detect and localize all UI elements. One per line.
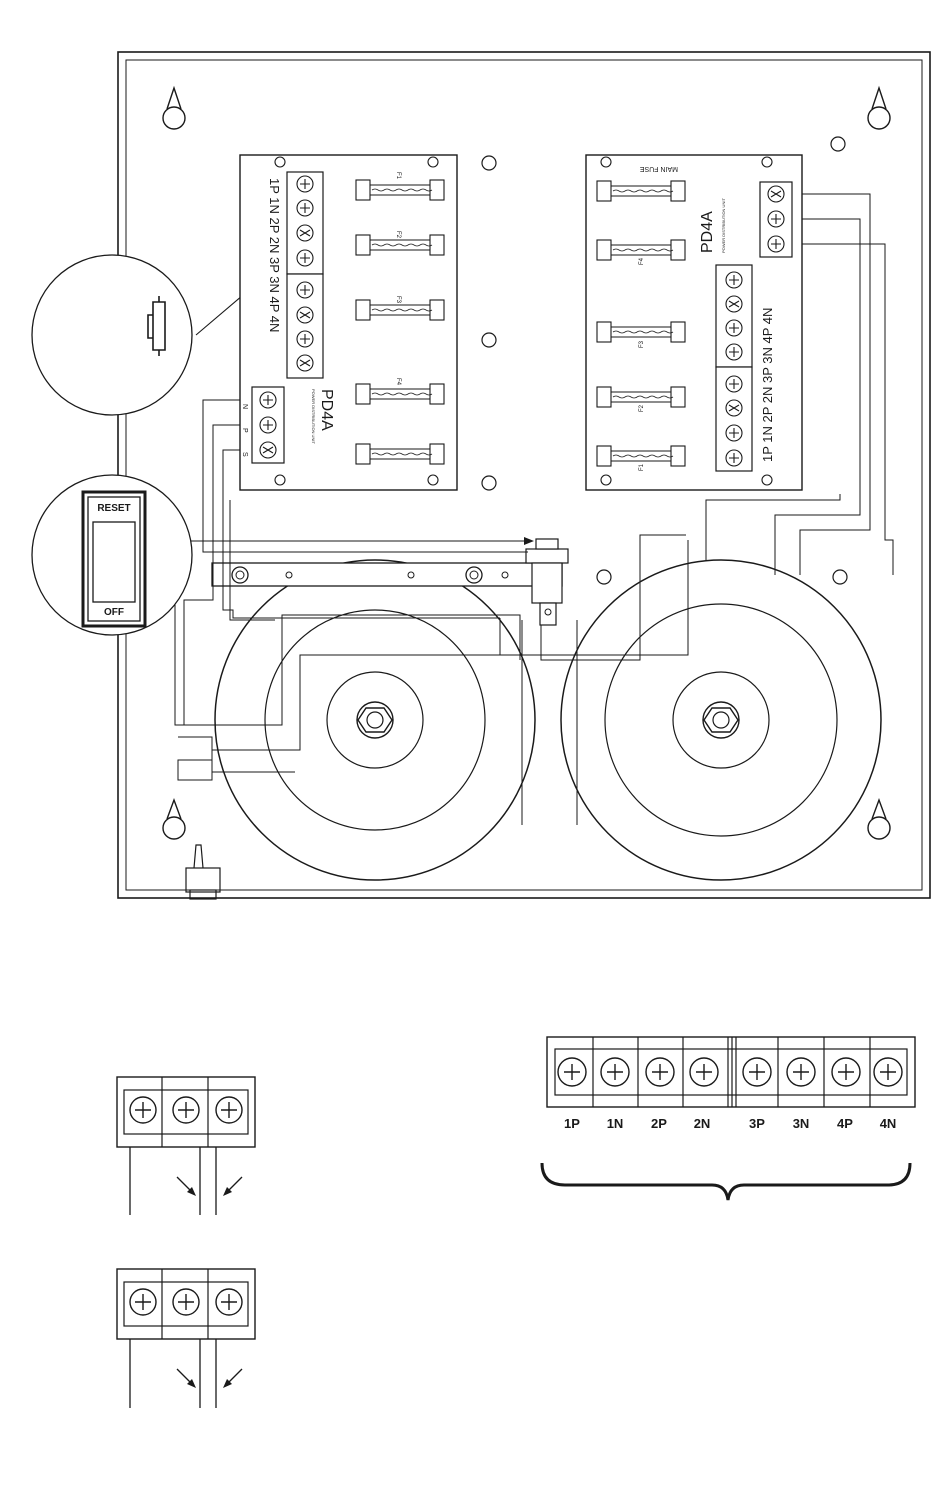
circuit-breaker	[526, 539, 568, 625]
reset-switch-callout: RESET OFF	[32, 475, 192, 635]
three-terminal-detail-top	[117, 1077, 255, 1215]
three-terminal-detail-bottom	[117, 1269, 255, 1408]
pd4a-board-left: 1P 1N 2P 2N 3P 3N 4P 4N N P S PD4A POWER…	[240, 155, 457, 490]
fuse-label-f4-right: F4	[639, 257, 645, 265]
fuse-label-f4-left: F4	[395, 378, 401, 386]
model-label-right: PD4A	[699, 211, 716, 253]
keyhole-bottom-left	[163, 800, 185, 839]
model-label-left: PD4A	[318, 389, 335, 431]
strip-label-4p: 4P	[837, 1116, 853, 1131]
terminal-labels-right: 1P 1N 2P 2N 3P 3N 4P 4N	[760, 308, 775, 462]
input-label-n: N	[241, 404, 248, 409]
terminal-labels-left: 1P 1N 2P 2N 3P 3N 4P 4N	[267, 178, 282, 332]
fuse-detail-callout	[32, 255, 192, 415]
cable-gland	[186, 845, 220, 899]
transformer-right	[561, 560, 881, 880]
strip-label-2p: 2P	[651, 1116, 667, 1131]
mounting-bar	[212, 563, 562, 586]
subtitle-left: POWER DISTRIBUTION UNIT	[311, 389, 316, 444]
fuse-label-f3-left: F3	[395, 296, 401, 304]
input-terminal-block-right	[760, 182, 792, 257]
output-terminal-block-right	[716, 265, 752, 471]
switch-reset-label: RESET	[97, 503, 130, 514]
strip-label-3p: 3P	[749, 1116, 765, 1131]
eight-terminal-strip-detail: 1P 1N 2P 2N 3P 3N 4P 4N	[542, 1037, 915, 1200]
keyhole-top-right	[868, 88, 890, 129]
keyhole-top-left	[163, 88, 185, 129]
pd4a-board-right: MAIN FUSE PD4A POWER DISTRIBUTION UNIT	[586, 155, 802, 490]
switch-off-label: OFF	[104, 607, 124, 618]
input-label-s: S	[241, 452, 248, 457]
fuse-label-f2-right: F2	[639, 404, 645, 412]
strip-label-2n: 2N	[694, 1116, 711, 1131]
strip-label-4n: 4N	[880, 1116, 897, 1131]
output-terminal-block-left	[287, 172, 323, 378]
strip-label-3n: 3N	[793, 1116, 810, 1131]
input-label-p: P	[241, 428, 248, 433]
strip-label-1p: 1P	[564, 1116, 580, 1131]
main-fuse-label: MAIN FUSE	[640, 165, 678, 172]
fuse-label-f1-right: F1	[639, 463, 645, 471]
subtitle-right: POWER DISTRIBUTION UNIT	[721, 198, 726, 253]
fuse-label-f1-left: F1	[395, 172, 401, 180]
input-terminal-block-left	[252, 387, 284, 463]
strip-label-1n: 1N	[607, 1116, 624, 1131]
keyhole-bottom-right	[868, 800, 890, 839]
fuse-label-f3-right: F3	[639, 340, 645, 348]
transformer-left	[215, 560, 535, 880]
fuse-label-f2-left: F2	[395, 231, 401, 239]
grouping-brace	[542, 1163, 910, 1200]
